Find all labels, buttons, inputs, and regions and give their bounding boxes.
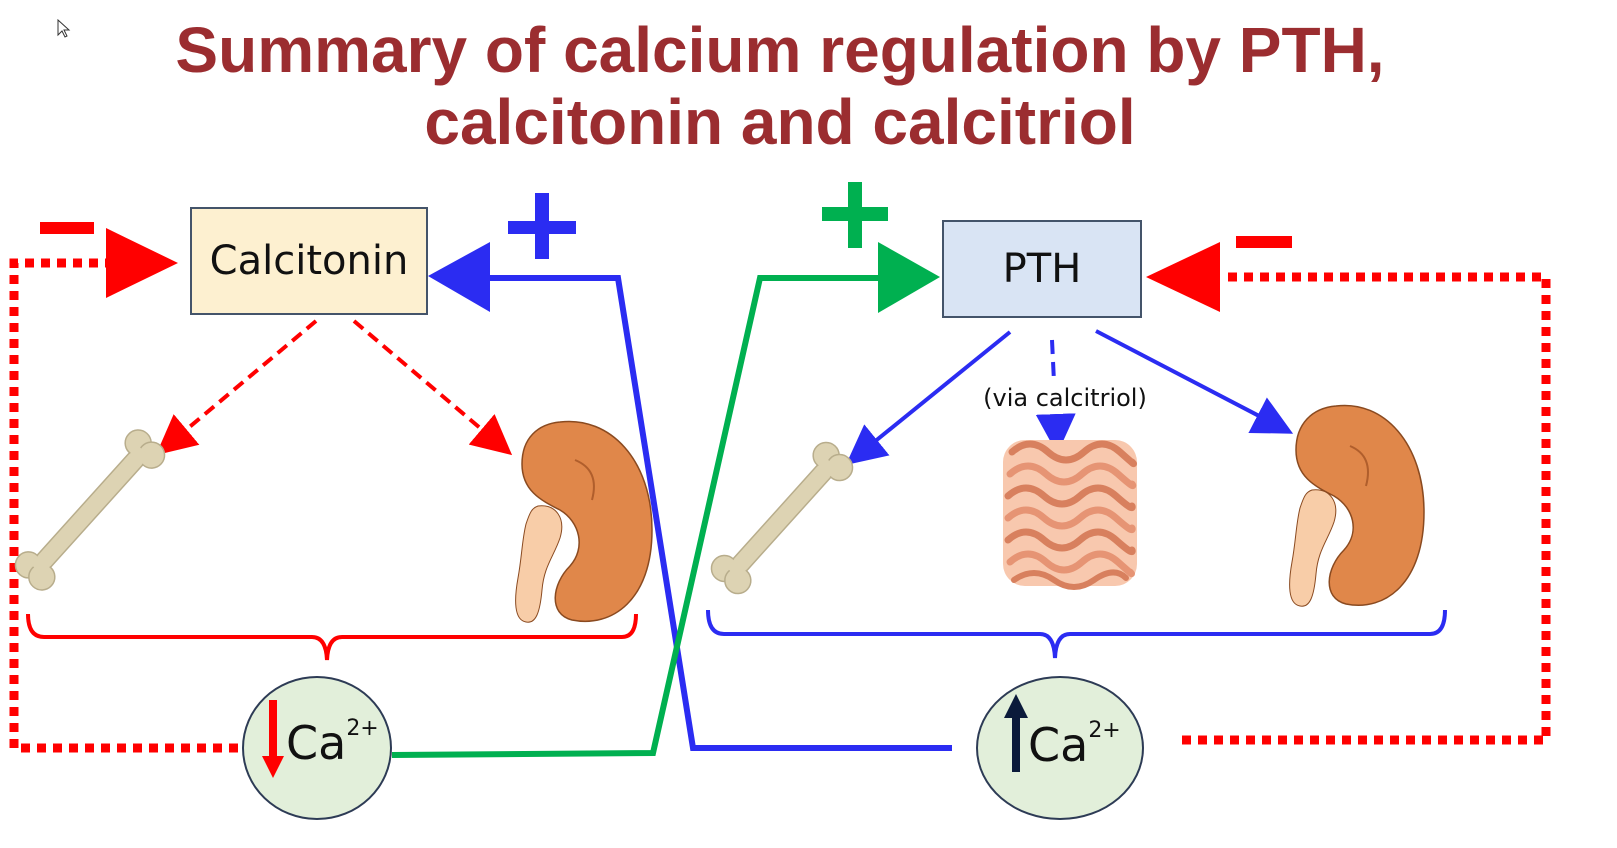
calcitonin-stimulate-path [428, 193, 952, 751]
calcitonin-label: Calcitonin [209, 238, 409, 284]
pth-to-bone-arrow [845, 330, 1012, 466]
calcitonin-feedback-loop [9, 222, 238, 753]
calcitonin-box: Calcitonin [190, 207, 428, 315]
kidney-icon [515, 420, 653, 623]
via-calcitriol-label: (via calcitriol) [983, 384, 1147, 412]
calcitonin-to-kidney-arrow [352, 319, 513, 456]
calcium-high-symbol: Ca [1028, 718, 1089, 772]
pth-to-kidney-arrow [1095, 329, 1294, 434]
title-line-1: Summary of calcium regulation by PTH, [175, 14, 1385, 86]
pth-to-intestine-arrow-top [1050, 339, 1056, 383]
bone-icon [14, 429, 166, 591]
calcium-low-symbol: Ca [286, 716, 347, 770]
calcium-low-charge: 2+ [346, 715, 379, 741]
calcium-low-circle [242, 676, 392, 820]
title-line-2: calcitonin and calcitriol [424, 86, 1136, 158]
calcitonin-minus-sign [40, 222, 94, 234]
intestine-icon [1003, 440, 1137, 590]
calcium-low-label: Ca2+ [286, 716, 379, 770]
pth-minus-sign [1236, 236, 1292, 248]
left-organ-brace [26, 613, 638, 661]
calcitonin-inhibit-arrowhead [106, 228, 178, 298]
kidney-icon [1289, 404, 1425, 607]
pth-feedback-loop [1146, 236, 1551, 745]
right-organ-brace [706, 609, 1447, 659]
calcitonin-to-bone-arrow [155, 319, 318, 456]
calcitonin-stimulate-arrowhead [428, 242, 490, 312]
calcium-high-label: Ca2+ [1028, 718, 1121, 772]
pth-stimulate-arrowhead [878, 242, 940, 313]
bone-icon [710, 441, 854, 595]
calcitonin-plus-vertical [535, 193, 549, 259]
pth-stimulate-path [391, 182, 940, 758]
pth-inhibit-arrowhead [1146, 242, 1220, 312]
calcium-up-arrow-icon [1004, 694, 1028, 772]
calcium-high-charge: 2+ [1088, 717, 1121, 743]
pth-box: PTH [942, 220, 1142, 318]
calcium-down-arrow-icon [262, 700, 284, 778]
pth-plus-vertical [848, 182, 862, 248]
pth-label: PTH [1002, 246, 1082, 292]
calcium-high-circle [976, 676, 1144, 820]
cursor-icon [57, 19, 71, 38]
diagram-title: Summary of calcium regulation by PTH, ca… [0, 14, 1560, 158]
